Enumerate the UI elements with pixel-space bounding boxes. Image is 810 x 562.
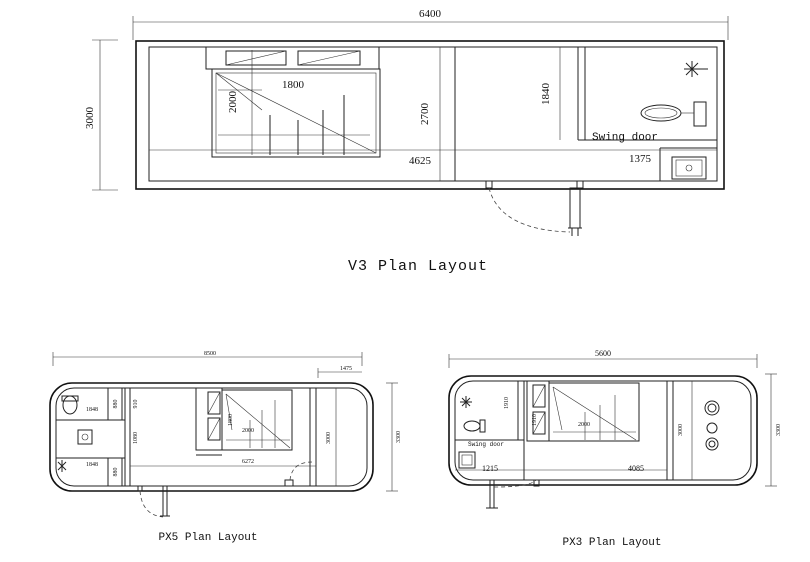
px3-dim-height: 3300 — [776, 424, 782, 436]
px3-dim-inner-height: 3000 — [678, 424, 684, 436]
px3-stove-icon — [704, 400, 720, 451]
v3-shower-icon — [684, 61, 708, 77]
v3-outer-wall — [135, 40, 725, 190]
v3-headboard — [205, 46, 380, 70]
px3-dim-bath-height: 1910 — [504, 397, 510, 409]
v3-dim-bath-height: 1840 — [540, 83, 552, 106]
v3-plan-title: V3 Plan Layout — [348, 258, 488, 275]
px3-dim-bath-w: 1910 — [532, 414, 538, 426]
px5-dim-bath-b: 1848 — [86, 462, 98, 468]
px5-dim-main-room: 6272 — [242, 459, 254, 465]
v3-bed — [211, 68, 381, 158]
px5-bed — [221, 389, 293, 451]
v3-toilet — [640, 101, 707, 127]
px5-dim-bath-c: 880 — [113, 400, 119, 409]
px5-dim-width: 8500 — [204, 351, 216, 357]
px3-toilet — [463, 419, 486, 433]
v3-entry-door — [485, 180, 584, 236]
px5-dim-bed-w: 1800 — [228, 414, 234, 426]
v3-dim-bed-width: 1800 — [282, 79, 305, 91]
px5-dim-bath-d: 880 — [113, 468, 119, 477]
px5-plan-title: PX5 Plan Layout — [158, 532, 257, 544]
px3-dim-width: 5600 — [595, 349, 611, 358]
v3-dim-bath-room: 1375 — [629, 153, 652, 165]
px3-swing-door-label: Swing door — [468, 441, 504, 448]
px5-toilet — [61, 395, 79, 415]
px3-dim-main-room: 4085 — [628, 464, 644, 473]
v3-swing-door-label: Swing door — [592, 132, 658, 144]
v3-dim-inner-height: 2700 — [419, 103, 431, 126]
px5-plan: 8500 1475 3300 1848 1848 880 880 1080 91… — [49, 351, 402, 544]
px5-dim-bath-e: 1080 — [133, 432, 139, 444]
px5-right-door — [284, 461, 313, 487]
px5-headboard — [195, 387, 223, 451]
px3-plan: 5600 3300 1910 1910 Swing door — [448, 349, 782, 549]
v3-dim-bed-length: 2000 — [227, 91, 239, 114]
px3-sink — [458, 451, 476, 469]
px3-entry-door — [486, 479, 540, 509]
v3-sink — [671, 156, 707, 180]
px3-dim-bed: 2000 — [578, 422, 590, 428]
px5-dim-right-room: 1475 — [340, 366, 352, 372]
px5-outer-wall — [49, 382, 374, 492]
v3-dim-height: 3000 — [84, 107, 96, 130]
px5-left-door — [137, 485, 170, 518]
v3-dim-main-room: 4625 — [409, 155, 432, 167]
px5-shower-icon — [57, 460, 67, 472]
px3-shower-icon — [460, 396, 472, 408]
px5-dim-bed: 2000 — [242, 428, 254, 434]
v3-inner-wall — [148, 46, 718, 182]
v3-plan: 6400 3000 1800 2000 — [84, 8, 729, 275]
px3-outer-wall — [448, 375, 758, 486]
v3-dim-width: 6400 — [419, 8, 442, 20]
px5-dim-inner-height: 3000 — [326, 432, 332, 444]
px5-dim-height: 3300 — [396, 431, 402, 443]
px5-dim-bath-f: 910 — [133, 400, 139, 409]
px3-headboard — [526, 380, 550, 442]
px3-bed — [548, 382, 640, 442]
px3-dim-left: 1215 — [482, 464, 498, 473]
px5-dim-bath-a: 1848 — [86, 407, 98, 413]
px3-plan-title: PX3 Plan Layout — [562, 537, 661, 549]
px5-sink — [77, 429, 93, 445]
